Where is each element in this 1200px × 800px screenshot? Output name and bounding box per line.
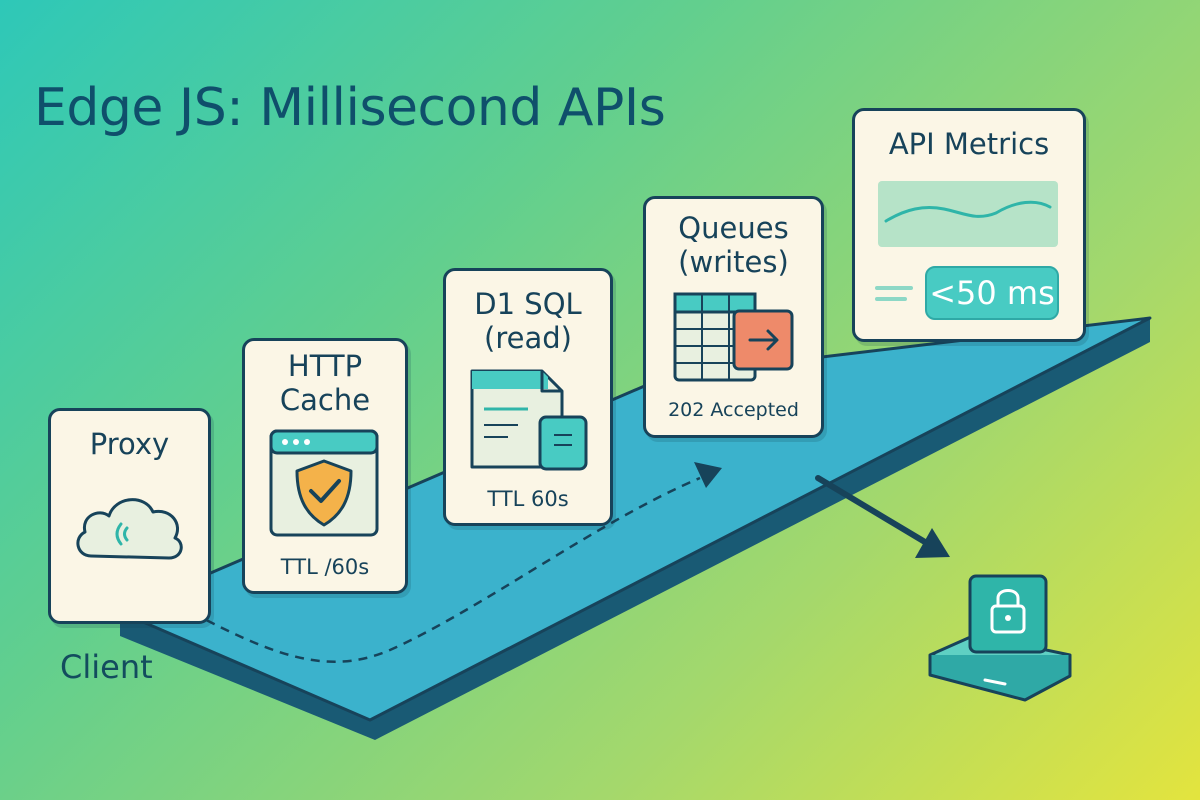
proxy-card: Proxy bbox=[48, 408, 211, 624]
queues-card: Queues (writes) 202 Accepted bbox=[643, 196, 824, 438]
proxy-label: Proxy bbox=[89, 427, 170, 461]
api-metrics-card: API Metrics bbox=[852, 108, 1086, 342]
http-cache-ttl: TTL /60s bbox=[280, 555, 370, 579]
d1-sql-ttl: TTL 60s bbox=[487, 487, 569, 511]
api-metrics-label: API Metrics bbox=[888, 127, 1050, 161]
request-path-dashed bbox=[149, 476, 701, 663]
metrics-lines-icon bbox=[875, 286, 913, 301]
queue-table-arrow-icon bbox=[673, 292, 794, 382]
d1-sql-card: D1 SQL (read) TTL 60s bbox=[443, 268, 613, 526]
cloud-signal-icon bbox=[76, 498, 183, 560]
storage-arrow-line bbox=[815, 475, 933, 548]
http-cache-card: HTTP Cache TTL /60s bbox=[242, 338, 408, 594]
http-cache-label-line2: Cache bbox=[279, 383, 371, 417]
line-chart-icon bbox=[878, 181, 1058, 247]
latency-value: <50 ms bbox=[929, 274, 1055, 312]
latency-badge: <50 ms bbox=[925, 266, 1059, 320]
queues-label-line2: (writes) bbox=[678, 245, 789, 279]
client-label: Client bbox=[60, 648, 153, 686]
queues-status: 202 Accepted bbox=[668, 399, 799, 421]
http-cache-label-line1: HTTP bbox=[287, 349, 363, 383]
request-path-arrowhead bbox=[694, 462, 722, 488]
storage-arrowhead bbox=[915, 528, 950, 558]
page-title: Edge JS: Millisecond APIs bbox=[34, 78, 666, 138]
d1-sql-label-line1: D1 SQL bbox=[474, 287, 582, 321]
shield-check-icon bbox=[269, 429, 379, 537]
database-file-icon bbox=[470, 369, 588, 471]
d1-sql-label-line2: (read) bbox=[484, 321, 572, 355]
queues-label-line1: Queues bbox=[678, 211, 789, 245]
